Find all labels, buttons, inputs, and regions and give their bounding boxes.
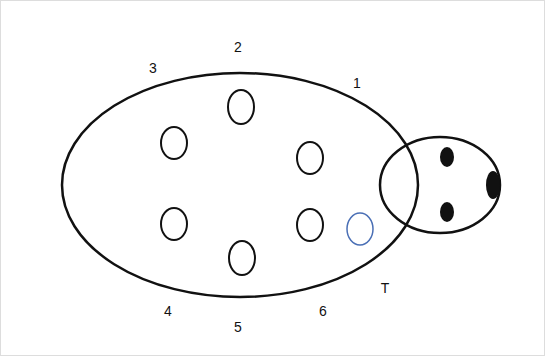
callout-number: 6 — [319, 304, 327, 318]
head-dot — [440, 147, 454, 167]
body-outline — [62, 73, 418, 297]
body-spot — [297, 209, 323, 241]
head-dot — [486, 171, 500, 199]
callout-number: 1 — [353, 76, 361, 90]
body-spot — [229, 241, 255, 275]
body-spot — [161, 127, 187, 159]
callout-number: 2 — [234, 40, 242, 54]
head-outline — [380, 137, 500, 233]
body-spot — [297, 142, 323, 174]
callout-number: T — [381, 281, 390, 295]
callout-number: 3 — [149, 61, 157, 75]
body-spot — [161, 208, 187, 240]
head-dot — [440, 202, 454, 222]
added-spot — [347, 213, 373, 245]
body-spot — [228, 90, 254, 124]
callout-number: 5 — [234, 320, 242, 334]
callout-number: 4 — [164, 304, 172, 318]
